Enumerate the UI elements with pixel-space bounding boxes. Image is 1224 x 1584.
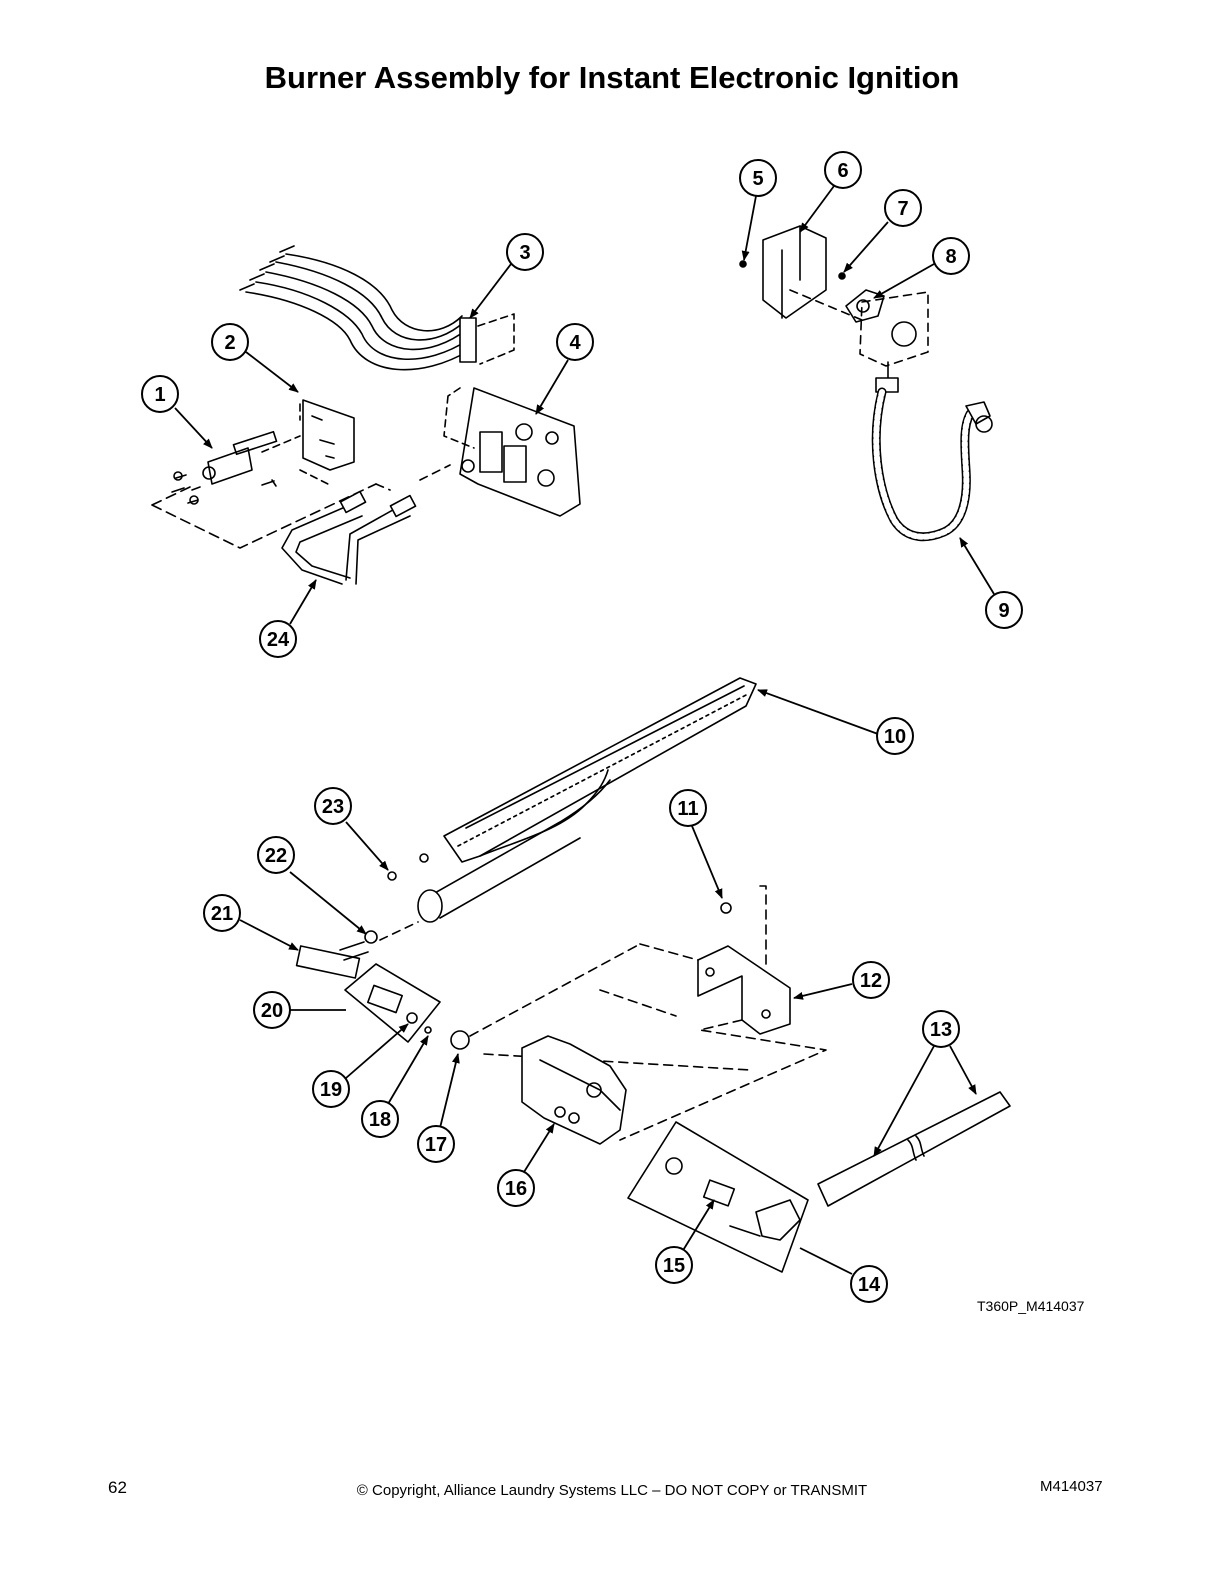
callout-19-label: 19 <box>320 1079 342 1101</box>
leader-line-3 <box>469 263 512 319</box>
wire-harness-part <box>239 245 515 371</box>
callout-7: 7 <box>884 189 922 227</box>
callout-20: 20 <box>253 991 291 1029</box>
callout-6: 6 <box>824 151 862 189</box>
callout-5: 5 <box>739 159 777 197</box>
control-board-part <box>443 387 581 517</box>
callout-21: 21 <box>203 894 241 932</box>
callout-12: 12 <box>852 961 890 999</box>
leader-line-23 <box>345 821 389 871</box>
callout-15-label: 15 <box>663 1255 685 1277</box>
callout-8: 8 <box>932 237 970 275</box>
callout-15: 15 <box>655 1246 693 1284</box>
leader-line-11 <box>691 825 723 899</box>
callout-7-label: 7 <box>897 198 908 220</box>
page-number: 62 <box>108 1478 127 1497</box>
mounting-bracket-group <box>599 885 827 1141</box>
callout-18-label: 18 <box>369 1109 391 1131</box>
bracket-part <box>261 399 355 485</box>
callout-17-label: 17 <box>425 1134 447 1156</box>
callout-10-label: 10 <box>884 726 906 748</box>
igniter-part <box>151 430 377 549</box>
burner-part <box>417 677 757 923</box>
callout-13: 13 <box>922 1010 960 1048</box>
callout-11-label: 11 <box>677 798 698 820</box>
orifice-group <box>295 853 429 979</box>
callout-2-label: 2 <box>224 332 235 354</box>
callout-16: 16 <box>497 1169 535 1207</box>
callout-4: 4 <box>556 323 594 361</box>
callout-22-label: 22 <box>265 845 287 867</box>
callout-1: 1 <box>141 375 179 413</box>
callout-9-label: 9 <box>998 600 1009 622</box>
leader-line-2 <box>245 351 299 393</box>
callout-3-label: 3 <box>519 242 530 264</box>
callout-12-label: 12 <box>860 970 882 992</box>
flame-sensor-group <box>739 225 929 381</box>
leader-line-19 <box>345 1023 409 1079</box>
callout-4-label: 4 <box>569 332 581 354</box>
leader-line-14 <box>799 1247 853 1275</box>
callout-17: 17 <box>417 1125 455 1163</box>
leader-line-24 <box>289 579 317 625</box>
callout-5-label: 5 <box>752 168 763 190</box>
igniter-tube-part <box>281 464 451 585</box>
conduit-part <box>871 377 993 542</box>
callout-8-label: 8 <box>945 246 956 268</box>
callout-23: 23 <box>314 787 352 825</box>
leader-line-9 <box>959 537 995 595</box>
leader-line-13b <box>949 1045 977 1095</box>
callout-24: 24 <box>259 620 297 658</box>
callout-9: 9 <box>985 591 1023 629</box>
figure-code: T360P_M414037 <box>977 1298 1085 1314</box>
callout-14-label: 14 <box>858 1274 881 1296</box>
callout-23-label: 23 <box>322 796 344 818</box>
leader-line-22 <box>289 871 367 935</box>
callout-2: 2 <box>211 323 249 361</box>
leader-line-10 <box>757 689 879 735</box>
leader-line-21 <box>239 919 299 951</box>
leader-line-1 <box>174 407 213 449</box>
leader-line-8 <box>873 263 935 299</box>
callout-18: 18 <box>361 1100 399 1138</box>
copyright-notice: © Copyright, Alliance Laundry Systems LL… <box>356 1482 868 1499</box>
leader-line-18 <box>387 1035 429 1105</box>
callout-16-label: 16 <box>505 1178 527 1200</box>
valve-inlet-group <box>344 943 751 1071</box>
callout-1-label: 1 <box>154 384 165 406</box>
callout-10: 10 <box>876 717 914 755</box>
leader-line-13a <box>873 1045 935 1157</box>
callout-20-label: 20 <box>261 1000 283 1022</box>
callout-24-label: 24 <box>267 629 290 651</box>
leader-line-16 <box>523 1123 555 1173</box>
callout-14: 14 <box>850 1265 888 1303</box>
leader-line-12 <box>793 983 853 1000</box>
leader-line-6 <box>799 185 835 233</box>
callout-13-label: 13 <box>930 1019 952 1041</box>
callouts: 1 2 3 4 5 6 7 8 9 10 11 12 13 14 15 16 1… <box>141 151 1023 1303</box>
callout-21-label: 21 <box>211 903 233 925</box>
leader-line-5 <box>741 195 757 261</box>
leader-line-15 <box>681 1199 715 1253</box>
leader-line-4 <box>535 359 569 415</box>
callout-11: 11 <box>669 789 707 827</box>
callout-6-label: 6 <box>837 160 848 182</box>
document-id: M414037 <box>1040 1478 1103 1495</box>
gas-valve-part <box>521 1035 627 1145</box>
page-title: Burner Assembly for Instant Electronic I… <box>264 60 960 95</box>
leader-line-7 <box>843 221 889 273</box>
callout-22: 22 <box>257 836 295 874</box>
leader-line-17 <box>439 1053 460 1129</box>
callout-3: 3 <box>506 233 544 271</box>
callout-19: 19 <box>312 1070 350 1108</box>
manifold-group <box>627 1121 809 1273</box>
pipe-part <box>817 1091 1011 1207</box>
